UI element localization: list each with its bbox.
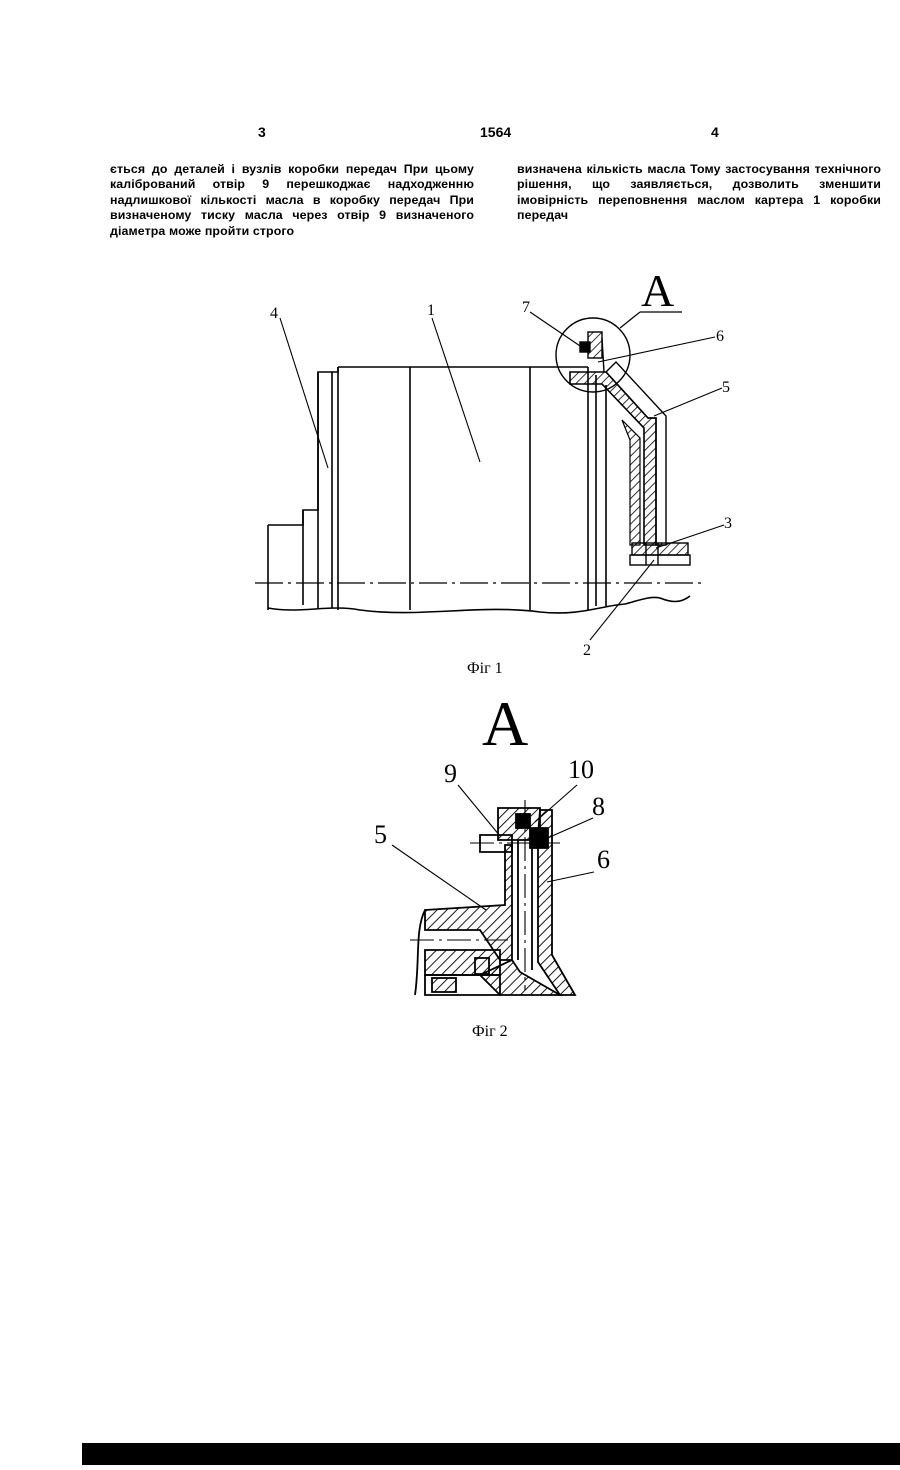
fig2-label-6: 6 bbox=[597, 845, 610, 874]
figure-2-title: A bbox=[482, 690, 528, 759]
fig2-leaders bbox=[392, 785, 594, 910]
leader-lines bbox=[280, 312, 724, 640]
label-6: 6 bbox=[716, 328, 724, 345]
label-3: 3 bbox=[724, 515, 732, 532]
figure-2-drawing: A 9 10 8 6 5 bbox=[0, 690, 900, 1010]
oil-pipe bbox=[570, 362, 666, 545]
label-5: 5 bbox=[722, 379, 730, 396]
footer-bar bbox=[82, 1443, 900, 1465]
figure-2-caption: Фіг 2 bbox=[472, 1023, 508, 1041]
fig2-label-5: 5 bbox=[374, 820, 387, 849]
label-7: 7 bbox=[522, 299, 530, 316]
fig2-label-10: 10 bbox=[568, 755, 594, 784]
fig2-label-9: 9 bbox=[444, 759, 457, 788]
label-2: 2 bbox=[583, 642, 591, 659]
label-1: 1 bbox=[427, 302, 435, 319]
view-marker: A bbox=[641, 265, 674, 316]
figure-1-caption: Фіг 1 bbox=[467, 660, 503, 678]
fig2-label-8: 8 bbox=[592, 792, 605, 821]
fitting bbox=[580, 332, 604, 372]
label-4: 4 bbox=[270, 305, 278, 322]
figure-1-drawing: A 4 1 7 6 5 3 2 bbox=[0, 0, 900, 700]
